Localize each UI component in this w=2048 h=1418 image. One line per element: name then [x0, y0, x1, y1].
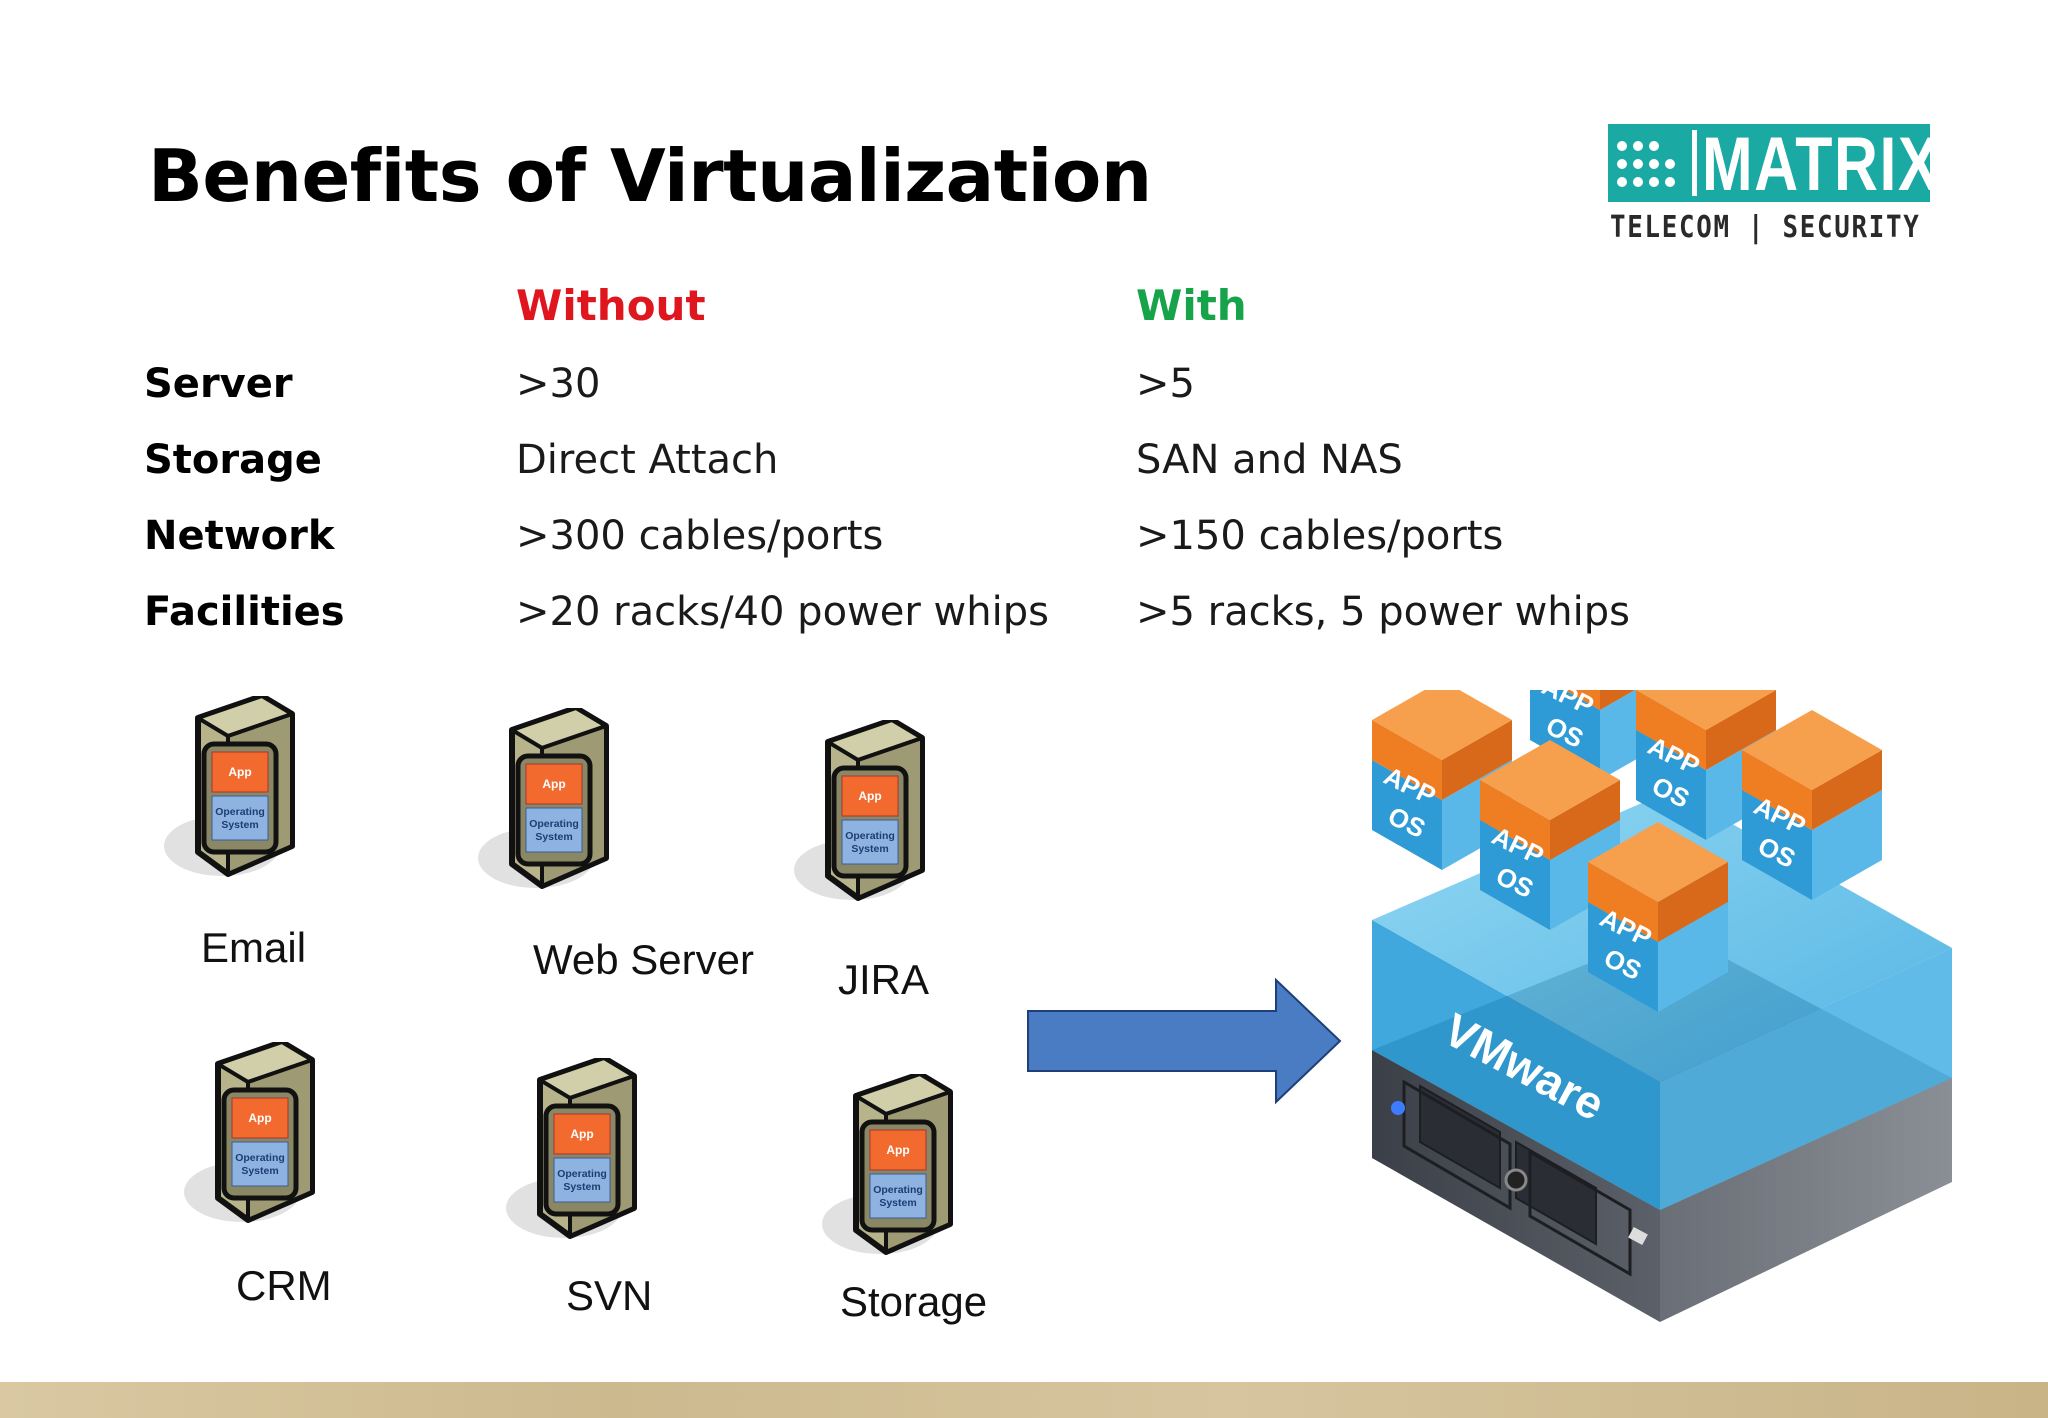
vm-box: APP OS: [1530, 690, 1670, 780]
vm-box: APP OS: [1372, 690, 1512, 870]
logo-separator: [1692, 130, 1697, 196]
server-label-storage: Storage: [840, 1278, 988, 1325]
row-label-server: Server: [144, 361, 293, 407]
logo-dots-icon: [1617, 141, 1675, 187]
svg-text:Operating: Operating: [557, 1168, 607, 1180]
row-label-network: Network: [144, 513, 335, 559]
server-icon-jira: App Operating System: [792, 717, 942, 920]
row-label-facilities: Facilities: [144, 589, 345, 635]
svg-text:Operating: Operating: [215, 806, 265, 818]
row-storage-with: SAN and NAS: [1136, 437, 1403, 483]
server-icon-svn: App Operating System: [504, 1055, 654, 1258]
svg-text:Operating: Operating: [529, 818, 579, 830]
svg-text:App: App: [886, 1143, 909, 1157]
svg-text:System: System: [879, 1197, 916, 1209]
footer-texture-strip: [0, 1382, 2048, 1418]
header-without: Without: [516, 281, 706, 330]
server-icon-web-server: App Operating System: [476, 705, 626, 908]
server-icon-email: App Operating System: [162, 693, 312, 896]
svg-text:App: App: [542, 777, 565, 791]
svg-text:Operating: Operating: [235, 1152, 285, 1164]
logo-tagline: TELECOM | SECURITY: [1610, 210, 1921, 245]
vm-box: APP OS: [1588, 822, 1728, 1012]
server-label-jira: JIRA: [838, 956, 930, 1003]
svg-text:Operating: Operating: [845, 830, 895, 842]
row-server-with: >5: [1136, 361, 1195, 407]
svg-text:System: System: [241, 1165, 278, 1177]
server-label-crm: CRM: [236, 1262, 332, 1309]
matrix-logo: MATRIX TELECOM | SECURITY: [1608, 122, 1941, 245]
server-icon-crm: App Operating System: [182, 1039, 332, 1242]
row-network-without: >300 cables/ports: [516, 513, 884, 559]
row-server-without: >30: [516, 361, 601, 407]
slide-title: Benefits of Virtualization: [148, 134, 1152, 218]
logo-word: MATRIX: [1702, 122, 1941, 207]
svg-text:App: App: [248, 1111, 271, 1125]
row-label-storage: Storage: [144, 437, 322, 483]
svg-text:System: System: [563, 1181, 600, 1193]
server-label-web-server: Web Server: [533, 936, 754, 983]
svg-text:App: App: [228, 765, 251, 779]
svg-text:Operating: Operating: [873, 1184, 923, 1196]
vm-box: APP OS: [1742, 710, 1882, 900]
svg-text:System: System: [221, 819, 258, 831]
server-label-email: Email: [201, 924, 307, 971]
row-network-with: >150 cables/ports: [1136, 513, 1504, 559]
server-label-svn: SVN: [566, 1272, 653, 1319]
row-facilities-with: >5 racks, 5 power whips: [1136, 589, 1630, 635]
row-storage-without: Direct Attach: [516, 437, 779, 483]
logo-box: MATRIX: [1608, 122, 1941, 207]
svg-text:System: System: [535, 831, 572, 843]
server-icon-storage: App Operating System: [820, 1071, 970, 1274]
svg-text:System: System: [851, 843, 888, 855]
vm-box: APP OS: [1480, 740, 1620, 930]
arrow-right-icon: [1027, 977, 1342, 1105]
vmware-server-illustration: VMware APP OS APP OS APP OS: [1372, 690, 1952, 1322]
row-facilities-without: >20 racks/40 power whips: [516, 589, 1049, 635]
svg-text:App: App: [570, 1127, 593, 1141]
svg-text:App: App: [858, 789, 881, 803]
header-with: With: [1136, 281, 1247, 330]
